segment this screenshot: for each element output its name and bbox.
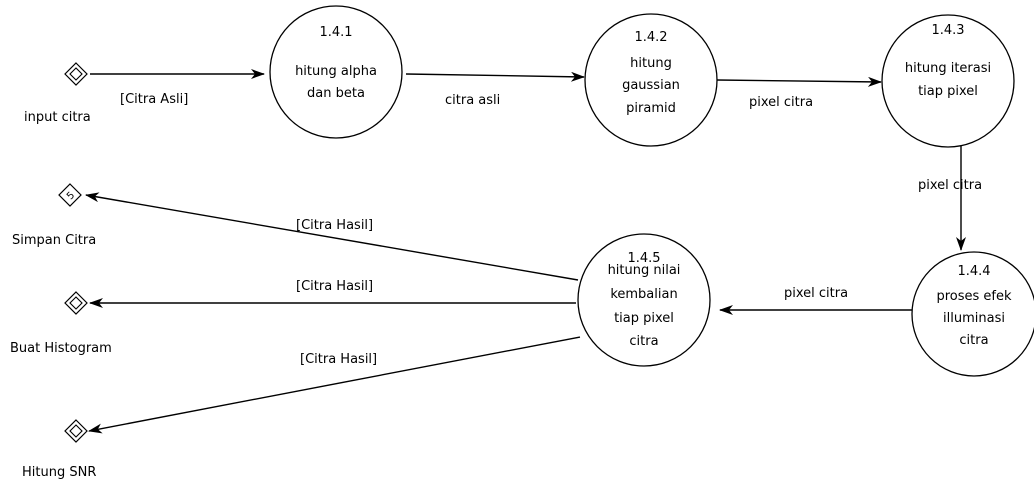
flow-label-pixel-citra-1: pixel citra (749, 95, 813, 110)
process-number: 1.4.1 (319, 25, 352, 40)
terminal-label: Hitung SNR (22, 465, 96, 480)
process-label-line: proses efek (936, 289, 1012, 304)
process-label-line: kembalian (610, 287, 677, 302)
process-1-4-4[interactable]: 1.4.4 proses efek illuminasi citra (911, 251, 1034, 377)
terminal-label: Simpan Citra (12, 233, 96, 248)
flow-label-citra-hasil-3: [Citra Hasil] (300, 352, 377, 367)
flow-label-citra-asli-bracket: [Citra Asli] (120, 92, 188, 107)
process-1-4-3[interactable]: 1.4.3 hitung iterasi tiap pixel (881, 14, 1015, 148)
terminal-label: input citra (24, 110, 91, 125)
process-number: 1.4.2 (634, 30, 667, 45)
flow-label-citra-hasil-2: [Citra Hasil] (296, 279, 373, 294)
terminal-input-citra[interactable]: input citra (24, 62, 91, 125)
flow-line-1-4-5-to-simpan (85, 192, 579, 281)
flow-line-1-4-5-to-snr (88, 336, 581, 434)
process-label-line: dan beta (307, 86, 365, 101)
terminal-simpan-citra[interactable]: 5 Simpan Citra (12, 183, 96, 248)
process-1-4-5[interactable]: 1.4.5 hitung nilai kembalian tiap pixel … (577, 233, 711, 367)
terminal-hitung-snr[interactable]: Hitung SNR (22, 419, 96, 480)
process-label-line: tiap pixel (918, 84, 978, 99)
process-label-line: hitung nilai (608, 263, 681, 278)
flow-label-citra-hasil-1: [Citra Hasil] (296, 218, 373, 233)
process-1-4-2[interactable]: 1.4.2 hitung gaussian piramid (584, 13, 718, 147)
terminal-label: Buat Histogram (10, 341, 112, 356)
flow-label-pixel-citra-3: pixel citra (784, 286, 848, 301)
terminal-buat-histogram[interactable]: Buat Histogram (10, 291, 112, 356)
flow-line-1-4-1-to-1-4-2 (405, 71, 585, 82)
flow-label-pixel-citra-2: pixel citra (918, 178, 982, 193)
process-label-line: piramid (626, 101, 676, 116)
process-label-line: hitung iterasi (905, 61, 991, 76)
flow-label-citra-asli: citra asli (445, 93, 500, 108)
process-label-line: tiap pixel (614, 311, 674, 326)
process-label-line: citra (959, 333, 988, 348)
process-label-line: illuminasi (943, 311, 1005, 326)
process-label-line: hitung alpha (295, 64, 377, 79)
process-label-line: hitung (630, 56, 672, 71)
process-1-4-1[interactable]: 1.4.1 hitung alpha dan beta (269, 5, 403, 139)
process-label-line: citra (629, 334, 658, 349)
process-number: 1.4.4 (957, 264, 990, 279)
process-label-line: gaussian (622, 78, 680, 93)
process-number: 1.4.5 (627, 251, 660, 266)
process-number: 1.4.3 (931, 23, 964, 38)
flow-line-1-4-2-to-1-4-3 (716, 76, 882, 87)
